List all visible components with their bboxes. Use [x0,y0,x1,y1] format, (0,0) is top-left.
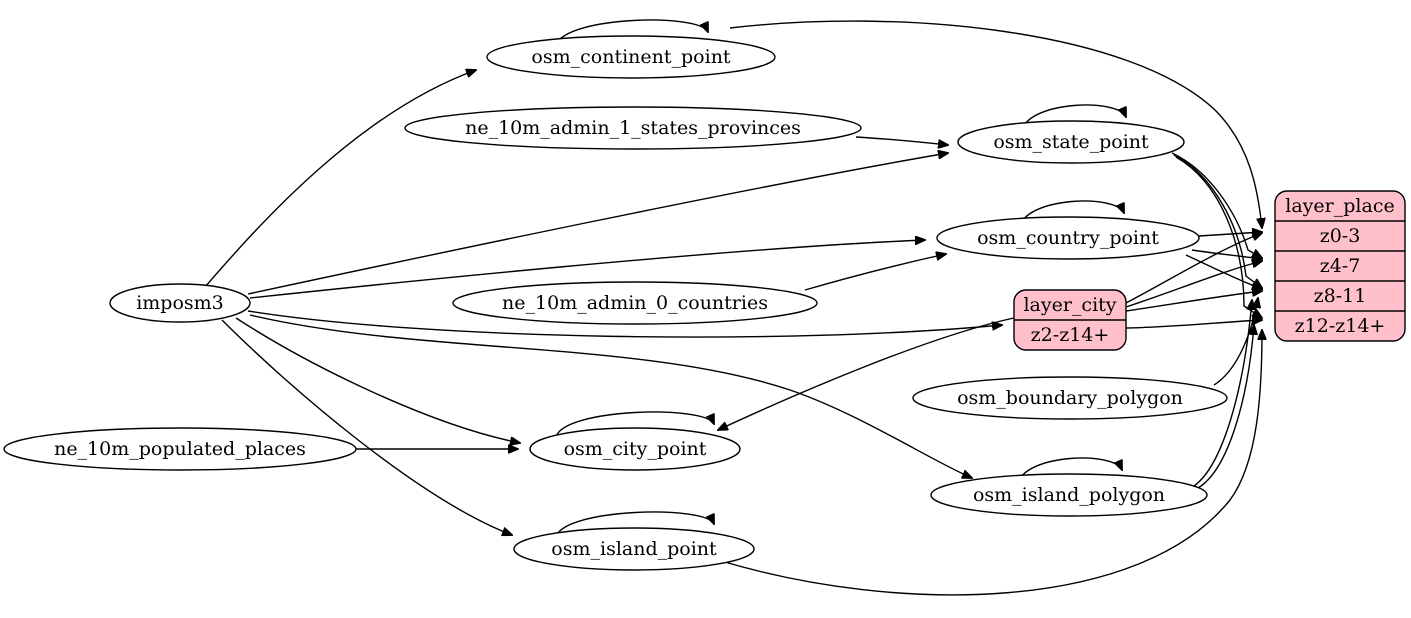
node-label: osm_city_point [564,438,707,460]
node-shape [109,283,251,323]
edge-osm-state-point-to-layer-place-z47 [1171,152,1262,258]
node-shape [930,473,1208,517]
node-label: ne_10m_populated_places [54,438,306,460]
edge-osm-country-point-to-layer-place-z811 [1185,254,1262,289]
self-loop-osm-island-point [555,511,714,538]
node-osm-state-point[interactable]: osm_state_point [957,120,1185,164]
edge-layer-city-to-layer-place-z47 [1125,261,1262,308]
node-label: osm_country_point [977,227,1159,249]
record-layer-city[interactable]: layer_city z2-z14+ [1013,289,1127,351]
node-osm-island-polygon[interactable]: osm_island_polygon [930,473,1208,517]
edge-osm-continent-point-to-layer-place-z03 [729,20,1262,228]
edge-layer [204,20,1262,596]
node-osm-country-point[interactable]: osm_country_point [936,216,1200,260]
record-layer-place[interactable]: layer_place z0-3 z4-7 z8-11 z12-z14+ [1274,190,1406,342]
edge-osm-island-polygon-to-layer-place-z1214 [1197,325,1254,489]
edge-imposm3-to-osm-country-point [249,240,925,299]
edge-imposm3-to-osm-island-point [221,319,512,535]
record-row-layer-place-z8-11: z8-11 [1314,285,1367,307]
record-row-layer-city-title: layer_city [1023,294,1116,316]
edge-imposm3-to-osm-continent-point [204,70,476,288]
edge-osm-country-point-to-layer-place-z47 [1191,249,1262,259]
edge-layer-city-to-osm-city-point [718,317,1015,430]
node-osm-continent-point[interactable]: osm_continent_point [486,35,776,79]
node-shape [936,216,1200,260]
self-loop-osm-state-point [1021,104,1126,131]
edge-imposm3-to-osm-state-point [247,153,948,295]
node-layer: imposm3 ne_10m_populated_places osm_cont… [3,35,1228,571]
record-row-layer-place-title: layer_place [1285,195,1394,217]
edge-osm-state-point-to-layer-place-z1214 [1175,156,1262,318]
edge-imposm3-to-layer-city [247,310,1002,338]
record-row-layer-place-z0-3: z0-3 [1320,225,1361,247]
node-label: osm_island_polygon [973,484,1165,506]
self-loop-osm-continent-point [555,19,708,46]
edge-layer-city-to-layer-place-z1214 [1125,320,1262,329]
node-ne-10m-admin-1-states-provinces[interactable]: ne_10m_admin_1_states_provinces [404,106,862,150]
node-shape [404,106,862,150]
edge-imposm3-to-osm-island-polygon [249,314,972,478]
record-row-layer-city-z2-z14: z2-z14+ [1031,324,1110,346]
node-shape [486,35,776,79]
node-shape [452,281,818,325]
record-layer: layer_city z2-z14+ layer_place z0-3 z4-7… [1013,190,1406,351]
edge-osm-country-point-to-layer-place-z03 [1198,232,1262,236]
self-loop-osm-city-point [555,411,714,438]
record-row-layer-place-z12-z14: z12-z14+ [1295,315,1386,337]
node-label: osm_boundary_polygon [957,387,1183,409]
edge-layer-city-to-layer-place-z811 [1125,291,1262,312]
edge-layer-city-to-layer-place-z03 [1125,233,1262,304]
node-osm-boundary-polygon[interactable]: osm_boundary_polygon [912,376,1228,420]
edge-osm-state-point-to-layer-place-z811 [1173,154,1262,288]
node-shape [3,427,357,471]
node-label: ne_10m_admin_1_states_provinces [465,117,801,139]
node-label: osm_island_point [551,538,717,560]
node-shape [529,427,741,471]
node-shape [957,120,1185,164]
node-osm-city-point[interactable]: osm_city_point [529,427,741,471]
node-shape [912,376,1228,420]
node-label: osm_state_point [993,131,1149,153]
node-label: imposm3 [136,292,224,314]
edge-osm-island-polygon-to-layer-place-z811 [1193,300,1252,487]
node-imposm3[interactable]: imposm3 [109,283,251,323]
node-label: ne_10m_admin_0_countries [502,292,768,314]
edge-osm-island-point-to-layer-place-z1214 [717,330,1262,596]
record-row-layer-place-z4-7: z4-7 [1320,255,1361,277]
node-shape [513,527,755,571]
node-osm-island-point[interactable]: osm_island_point [513,527,755,571]
node-label: osm_continent_point [531,46,731,68]
node-ne-10m-populated-places[interactable]: ne_10m_populated_places [3,427,357,471]
record-outline [1274,190,1406,342]
edge-ne-admin0-to-osm-country-point [804,254,946,291]
edge-ne-admin1-to-osm-state-point [855,136,948,145]
node-ne-10m-admin-0-countries[interactable]: ne_10m_admin_0_countries [452,281,818,325]
edge-imposm3-to-osm-city-point [235,317,520,443]
